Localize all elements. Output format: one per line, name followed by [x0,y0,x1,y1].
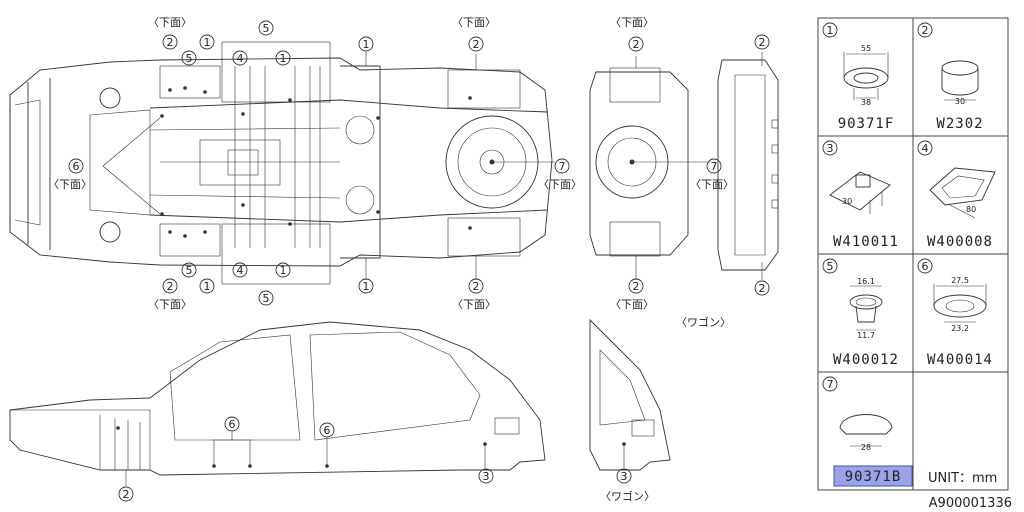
svg-text:4: 4 [237,52,244,65]
legend-cell-5[interactable]: 5 16.1 11.7 W400012 [817,253,914,373]
callout-4: 4 4 [232,50,248,278]
svg-text:2: 2 [633,38,640,51]
svg-text:6: 6 [73,160,80,173]
callout-2: 2 2 2 2 2 2 2 2 2 [118,34,770,502]
svg-text:80: 80 [966,205,976,214]
svg-text:1: 1 [280,264,287,277]
svg-text:16.1: 16.1 [857,277,875,286]
svg-text:2: 2 [633,280,640,293]
bottom-view-label: 〈下面〉 [452,16,496,29]
bottom-view-label: 〈下面〉 [690,178,734,191]
svg-text:5: 5 [827,260,834,273]
svg-text:6: 6 [229,418,236,431]
wagon-rear-floor-drawing [589,56,710,280]
svg-text:1: 1 [827,24,834,37]
svg-text:2: 2 [759,36,766,49]
legend-part-number: W400012 [833,352,899,368]
svg-text:1: 1 [204,280,211,293]
bottom-view-label: 〈下面〉 [610,16,654,29]
wagon-rear-panel-drawing [717,52,779,280]
svg-text:7: 7 [559,160,566,173]
bottom-view-label: 〈下面〉 [148,298,192,311]
legend-part-number: W2302 [936,116,983,132]
bottom-view-label: 〈下面〉 [610,298,654,311]
legend-part-number: W400014 [927,352,993,368]
callout-3: 3 3 [478,468,632,484]
bottom-view-label: 〈下面〉 [148,16,192,29]
svg-text:30: 30 [842,197,852,206]
legend-cell-4[interactable]: 4 80 W400008 [912,135,1009,255]
svg-text:1: 1 [280,52,287,65]
wagon-label: 〈ワゴン〉 [600,489,655,503]
svg-text:5: 5 [263,22,270,35]
svg-text:30: 30 [955,97,965,106]
selected-part-highlight [833,465,913,487]
bottom-view-label: 〈下面〉 [452,298,496,311]
svg-text:2: 2 [167,280,174,293]
svg-text:5: 5 [186,264,193,277]
svg-text:5: 5 [186,52,193,65]
bottom-view-labels: 〈下面〉 〈下面〉 〈下面〉 〈下面〉 〈下面〉 〈下面〉 〈下面〉 〈下面〉 … [48,16,734,503]
legend-part-number: 90371F [838,116,895,132]
parts-legend-table: 1 55 38 90371F 2 30 W2302 3 [817,17,1009,491]
svg-text:4: 4 [237,264,244,277]
wagon-label: 〈ワゴン〉 [676,315,731,329]
svg-text:2: 2 [473,280,480,293]
callout-7: 7 7 [554,158,722,174]
bottom-view-label: 〈下面〉 [538,178,582,191]
svg-text:1: 1 [363,38,370,51]
legend-cell-6[interactable]: 6 27.5 23.2 W400014 [912,253,1009,373]
svg-text:11.7: 11.7 [857,331,875,340]
svg-text:3: 3 [621,470,628,483]
svg-text:4: 4 [922,142,929,155]
legend-part-number-selected: 90371B [845,469,902,485]
svg-text:38: 38 [861,98,871,107]
legend-unit-cell: UNIT：mm [912,371,1009,491]
svg-text:2: 2 [922,24,929,37]
legend-cell-3[interactable]: 3 30 W410011 [817,135,914,255]
svg-text:6: 6 [324,424,331,437]
callout-1: 1 1 1 1 1 1 [199,34,374,294]
legend-part-number: W400008 [927,234,993,250]
svg-text:3: 3 [483,470,490,483]
svg-text:27.5: 27.5 [951,276,969,285]
svg-text:3: 3 [827,142,834,155]
legend-part-number: W410011 [833,234,899,250]
legend-cell-7[interactable]: 7 28 90371B [817,371,914,491]
svg-text:1: 1 [363,280,370,293]
wagon-side-drawing [589,318,671,471]
svg-text:2: 2 [473,38,480,51]
bottom-view-label: 〈下面〉 [48,178,92,191]
svg-text:2: 2 [167,36,174,49]
callout-5: 5 5 5 5 [181,20,274,306]
svg-text:7: 7 [711,160,718,173]
callout-6: 6 6 6 [68,158,335,438]
svg-text:2: 2 [759,282,766,295]
svg-text:5: 5 [263,292,270,305]
figure-code: A900001336 [929,496,1012,511]
svg-text:6: 6 [922,260,929,273]
svg-text:55: 55 [861,44,871,53]
svg-text:23.2: 23.2 [951,324,969,333]
unit-label: UNIT：mm [928,471,997,486]
svg-text:7: 7 [827,378,834,391]
underbody-drawing [9,41,555,285]
svg-text:28: 28 [861,443,871,452]
legend-cell-2[interactable]: 2 30 W2302 [912,17,1009,137]
svg-text:2: 2 [123,488,130,501]
svg-text:1: 1 [204,36,211,49]
legend-cell-1[interactable]: 1 55 38 90371F [817,17,914,137]
side-body-drawing [9,321,546,486]
